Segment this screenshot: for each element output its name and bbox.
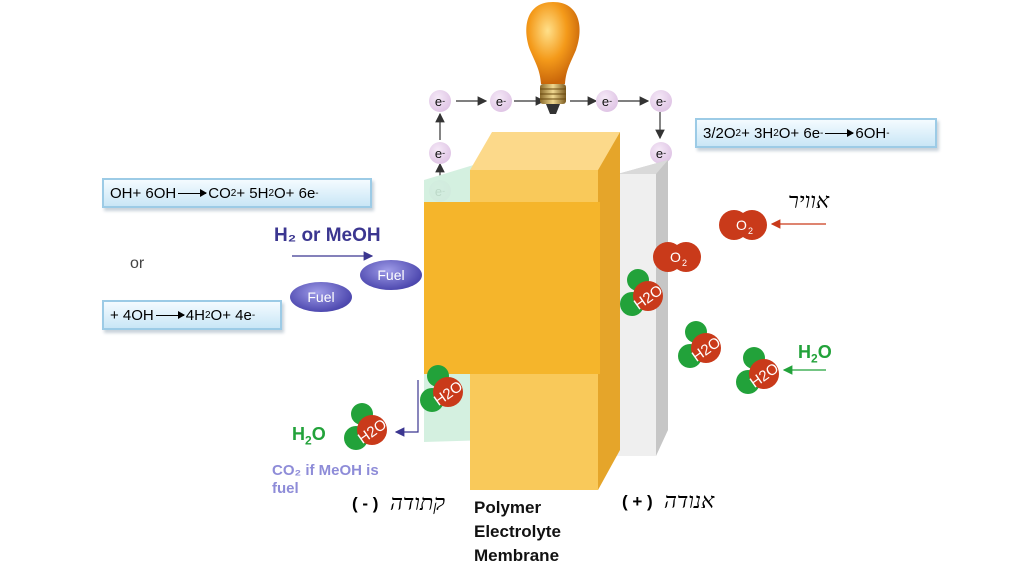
cathode-sign: ( - ) — [352, 494, 379, 513]
svg-text:2: 2 — [682, 258, 687, 268]
water-molecule-1: H2O — [620, 269, 666, 316]
fuel-molecule-2: Fuel — [290, 282, 352, 312]
water-molecule-2: H2O — [678, 321, 724, 368]
electron-5: e- — [429, 142, 451, 164]
water-molecule-3: H2O — [736, 347, 782, 394]
membrane-label: Polymer Electrolyte Membrane — [474, 498, 561, 565]
water-molecule-4: H2O — [420, 365, 466, 412]
electron-1: e- — [429, 90, 451, 112]
svg-text:2: 2 — [748, 226, 753, 236]
electron-7: e- — [650, 142, 672, 164]
fuel-cell-stack — [424, 132, 668, 490]
electron-4: e- — [650, 90, 672, 112]
anode-sign: ( + ) — [622, 492, 653, 511]
water-input-label: H2O — [798, 342, 832, 366]
co2-note: CO₂ if MeOH is fuel — [272, 462, 379, 497]
svg-text:O: O — [736, 217, 747, 233]
water-output-label: H2O — [292, 424, 326, 448]
air-label: אוויר — [788, 189, 830, 214]
fuel-title: H₂ or MeOH — [274, 225, 381, 246]
oxygen-molecule-anode: O 2 — [653, 242, 701, 272]
cathode-label: קתודה — [390, 491, 446, 516]
water-molecule-5: H2O — [344, 403, 390, 450]
electron-2: e- — [490, 90, 512, 112]
fuel-molecule-1: Fuel — [360, 260, 422, 290]
or-label: or — [130, 255, 145, 272]
svg-text:O: O — [670, 249, 681, 265]
electron-3: e- — [596, 90, 618, 112]
oxygen-molecule-air: O 2 — [719, 210, 767, 240]
light-bulb-icon — [526, 2, 580, 114]
anode-label: אנודה — [664, 489, 715, 514]
